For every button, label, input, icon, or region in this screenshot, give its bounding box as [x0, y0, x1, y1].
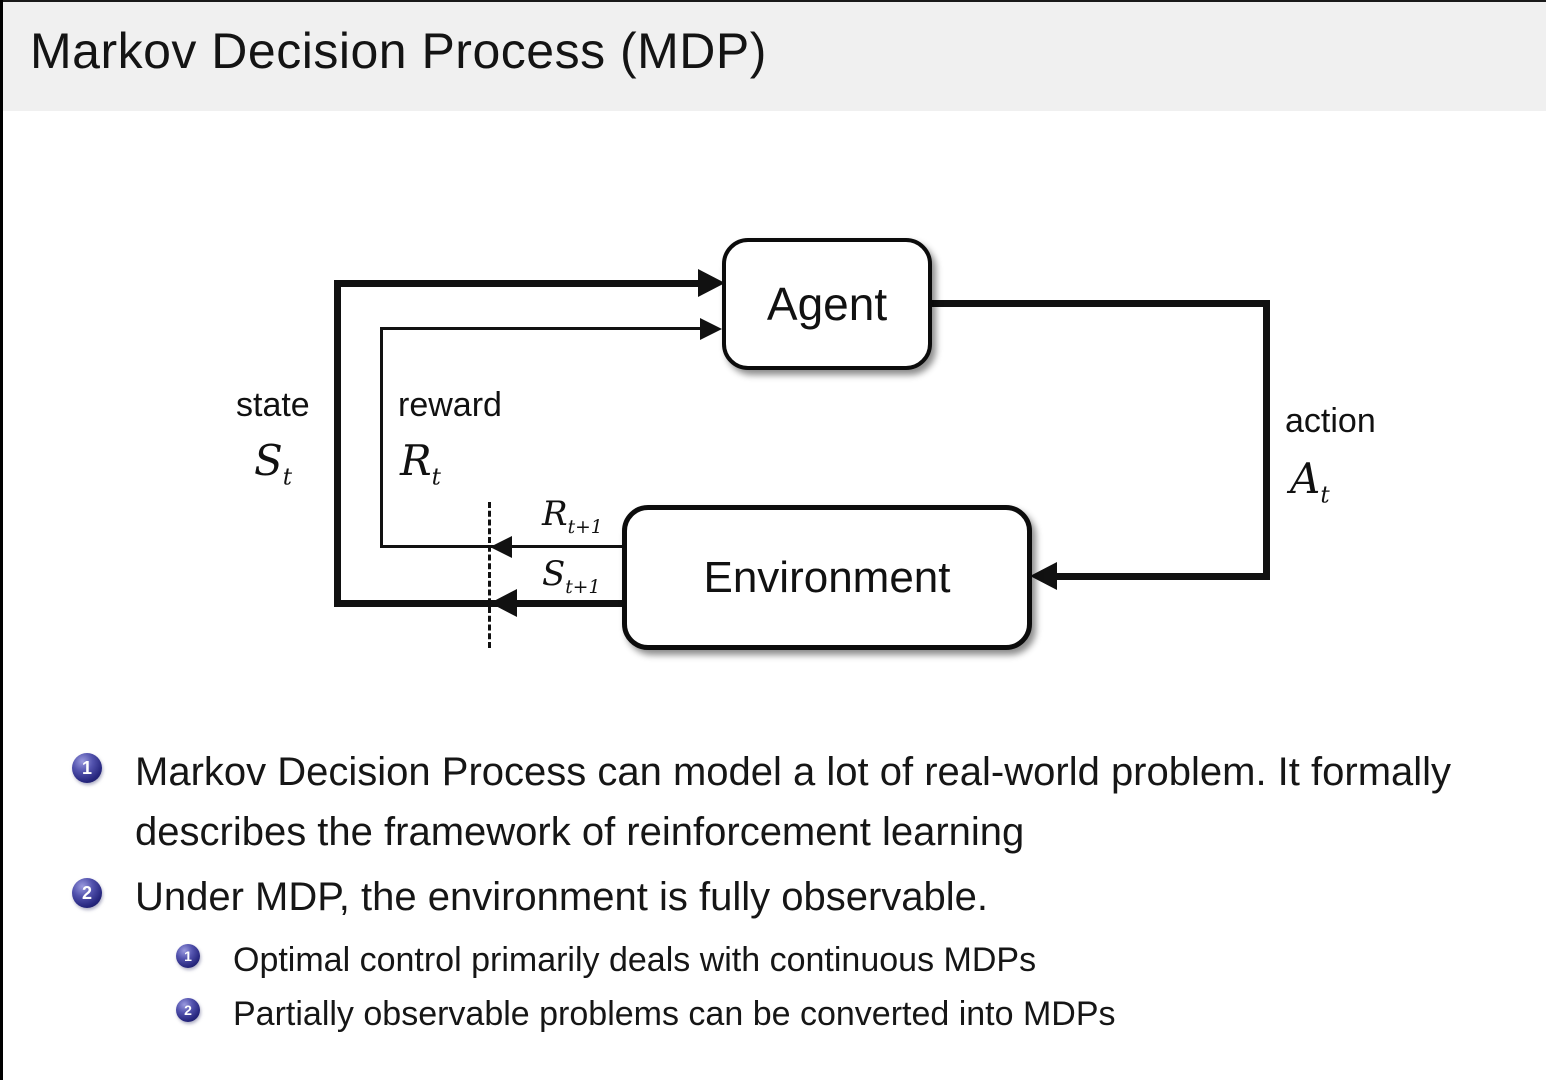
timestep-boundary-dashed-line — [488, 502, 491, 648]
environment-label: Environment — [703, 552, 951, 602]
left-border-strip — [0, 0, 3, 1080]
sub-bullet-1-text: Optimal control primarily deals with con… — [233, 941, 1037, 979]
state-symbol: St — [254, 436, 293, 491]
state-line-left-vertical — [334, 280, 341, 607]
bullet-2-text: Under MDP, the environment is fully obse… — [135, 875, 989, 919]
arrow-next-state-at-boundary — [490, 589, 517, 617]
sub-bullet-2-marker: 2 — [176, 998, 200, 1022]
reward-line-left-vertical — [380, 327, 383, 548]
top-border-strip — [0, 0, 1546, 2]
agent-node: Agent — [722, 238, 932, 370]
action-symbol: At — [1290, 454, 1330, 509]
reward-symbol: Rt — [400, 436, 441, 491]
arrow-state-into-agent — [698, 269, 725, 297]
action-line-top — [930, 300, 1270, 307]
action-line-bottom — [1052, 573, 1270, 580]
arrow-action-into-environment — [1030, 562, 1057, 590]
bullet-2-marker: 2 — [72, 878, 102, 908]
arrow-next-reward-at-boundary — [490, 536, 512, 558]
state-label: state — [236, 386, 310, 424]
mdp-agent-environment-diagram: Agent Environment state St reward Rt act… — [236, 238, 1376, 650]
action-label: action — [1285, 402, 1376, 440]
environment-node: Environment — [622, 505, 1032, 650]
page-title: Markov Decision Process (MDP) — [30, 23, 767, 79]
next-reward-symbol: Rt+1 — [542, 494, 603, 538]
state-line-top — [334, 280, 700, 287]
sub-bullet-1-marker: 1 — [176, 944, 200, 968]
bullet-1-text: Markov Decision Process can model a lot … — [135, 750, 1452, 854]
reward-line-top — [380, 327, 700, 330]
reward-label: reward — [398, 386, 502, 424]
action-line-right-vertical — [1263, 300, 1270, 580]
agent-label: Agent — [766, 278, 888, 330]
sub-bullet-2-text: Partially observable problems can be con… — [233, 995, 1116, 1033]
slide-header: Markov Decision Process (MDP) — [0, 0, 1546, 111]
next-state-line-bottom — [334, 600, 622, 607]
bullet-1-marker: 1 — [72, 753, 102, 783]
arrow-reward-into-agent — [700, 318, 722, 340]
next-state-symbol: St+1 — [542, 554, 601, 598]
